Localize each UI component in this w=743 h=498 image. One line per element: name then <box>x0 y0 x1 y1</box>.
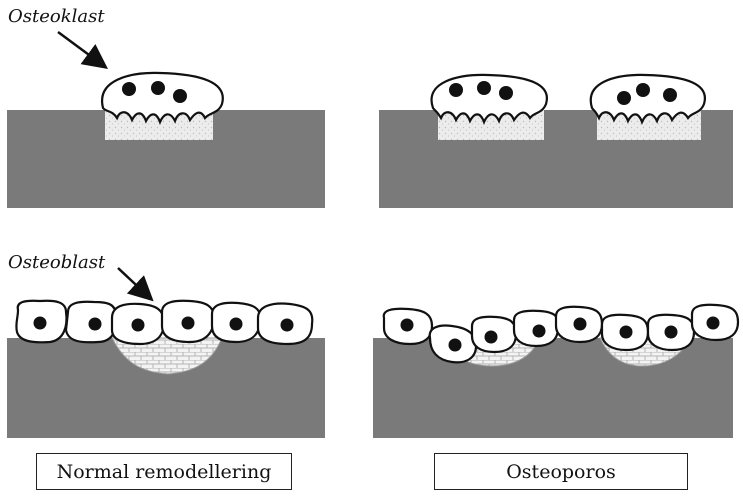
nucleus <box>707 317 720 330</box>
nucleus <box>485 331 498 344</box>
nucleus <box>620 326 633 339</box>
osteoclast-label: Osteoklast <box>8 6 105 27</box>
top-right-panel <box>379 75 733 208</box>
nucleus <box>617 91 631 105</box>
caption-normal-remodeling: Normal remodellering <box>36 453 292 490</box>
top-left-panel: Osteoklast <box>7 6 325 208</box>
nucleus <box>151 81 165 95</box>
osteoblast-arrow <box>118 268 150 298</box>
nucleus <box>182 317 195 330</box>
nucleus <box>499 86 513 100</box>
nucleus <box>89 318 102 331</box>
osteoblast-label: Osteoblast <box>8 252 106 273</box>
nucleus <box>636 83 650 97</box>
bottom-left-panel: Osteoblast <box>7 252 325 438</box>
nucleus <box>281 319 294 332</box>
nucleus <box>665 326 678 339</box>
nucleus <box>122 82 136 96</box>
nucleus <box>230 318 243 331</box>
nucleus <box>449 83 463 97</box>
nucleus <box>173 89 187 103</box>
bottom-right-panel <box>373 305 738 438</box>
nucleus <box>663 88 677 102</box>
osteoclast-arrow <box>58 32 104 66</box>
nucleus <box>401 319 414 332</box>
nucleus <box>477 81 491 95</box>
nucleus <box>34 317 47 330</box>
nucleus <box>574 318 587 331</box>
caption-osteoporosis: Osteoporos <box>434 453 688 490</box>
nucleus <box>449 339 462 352</box>
osteoclast-cell <box>102 73 223 122</box>
nucleus <box>533 325 546 338</box>
nucleus <box>132 319 145 332</box>
